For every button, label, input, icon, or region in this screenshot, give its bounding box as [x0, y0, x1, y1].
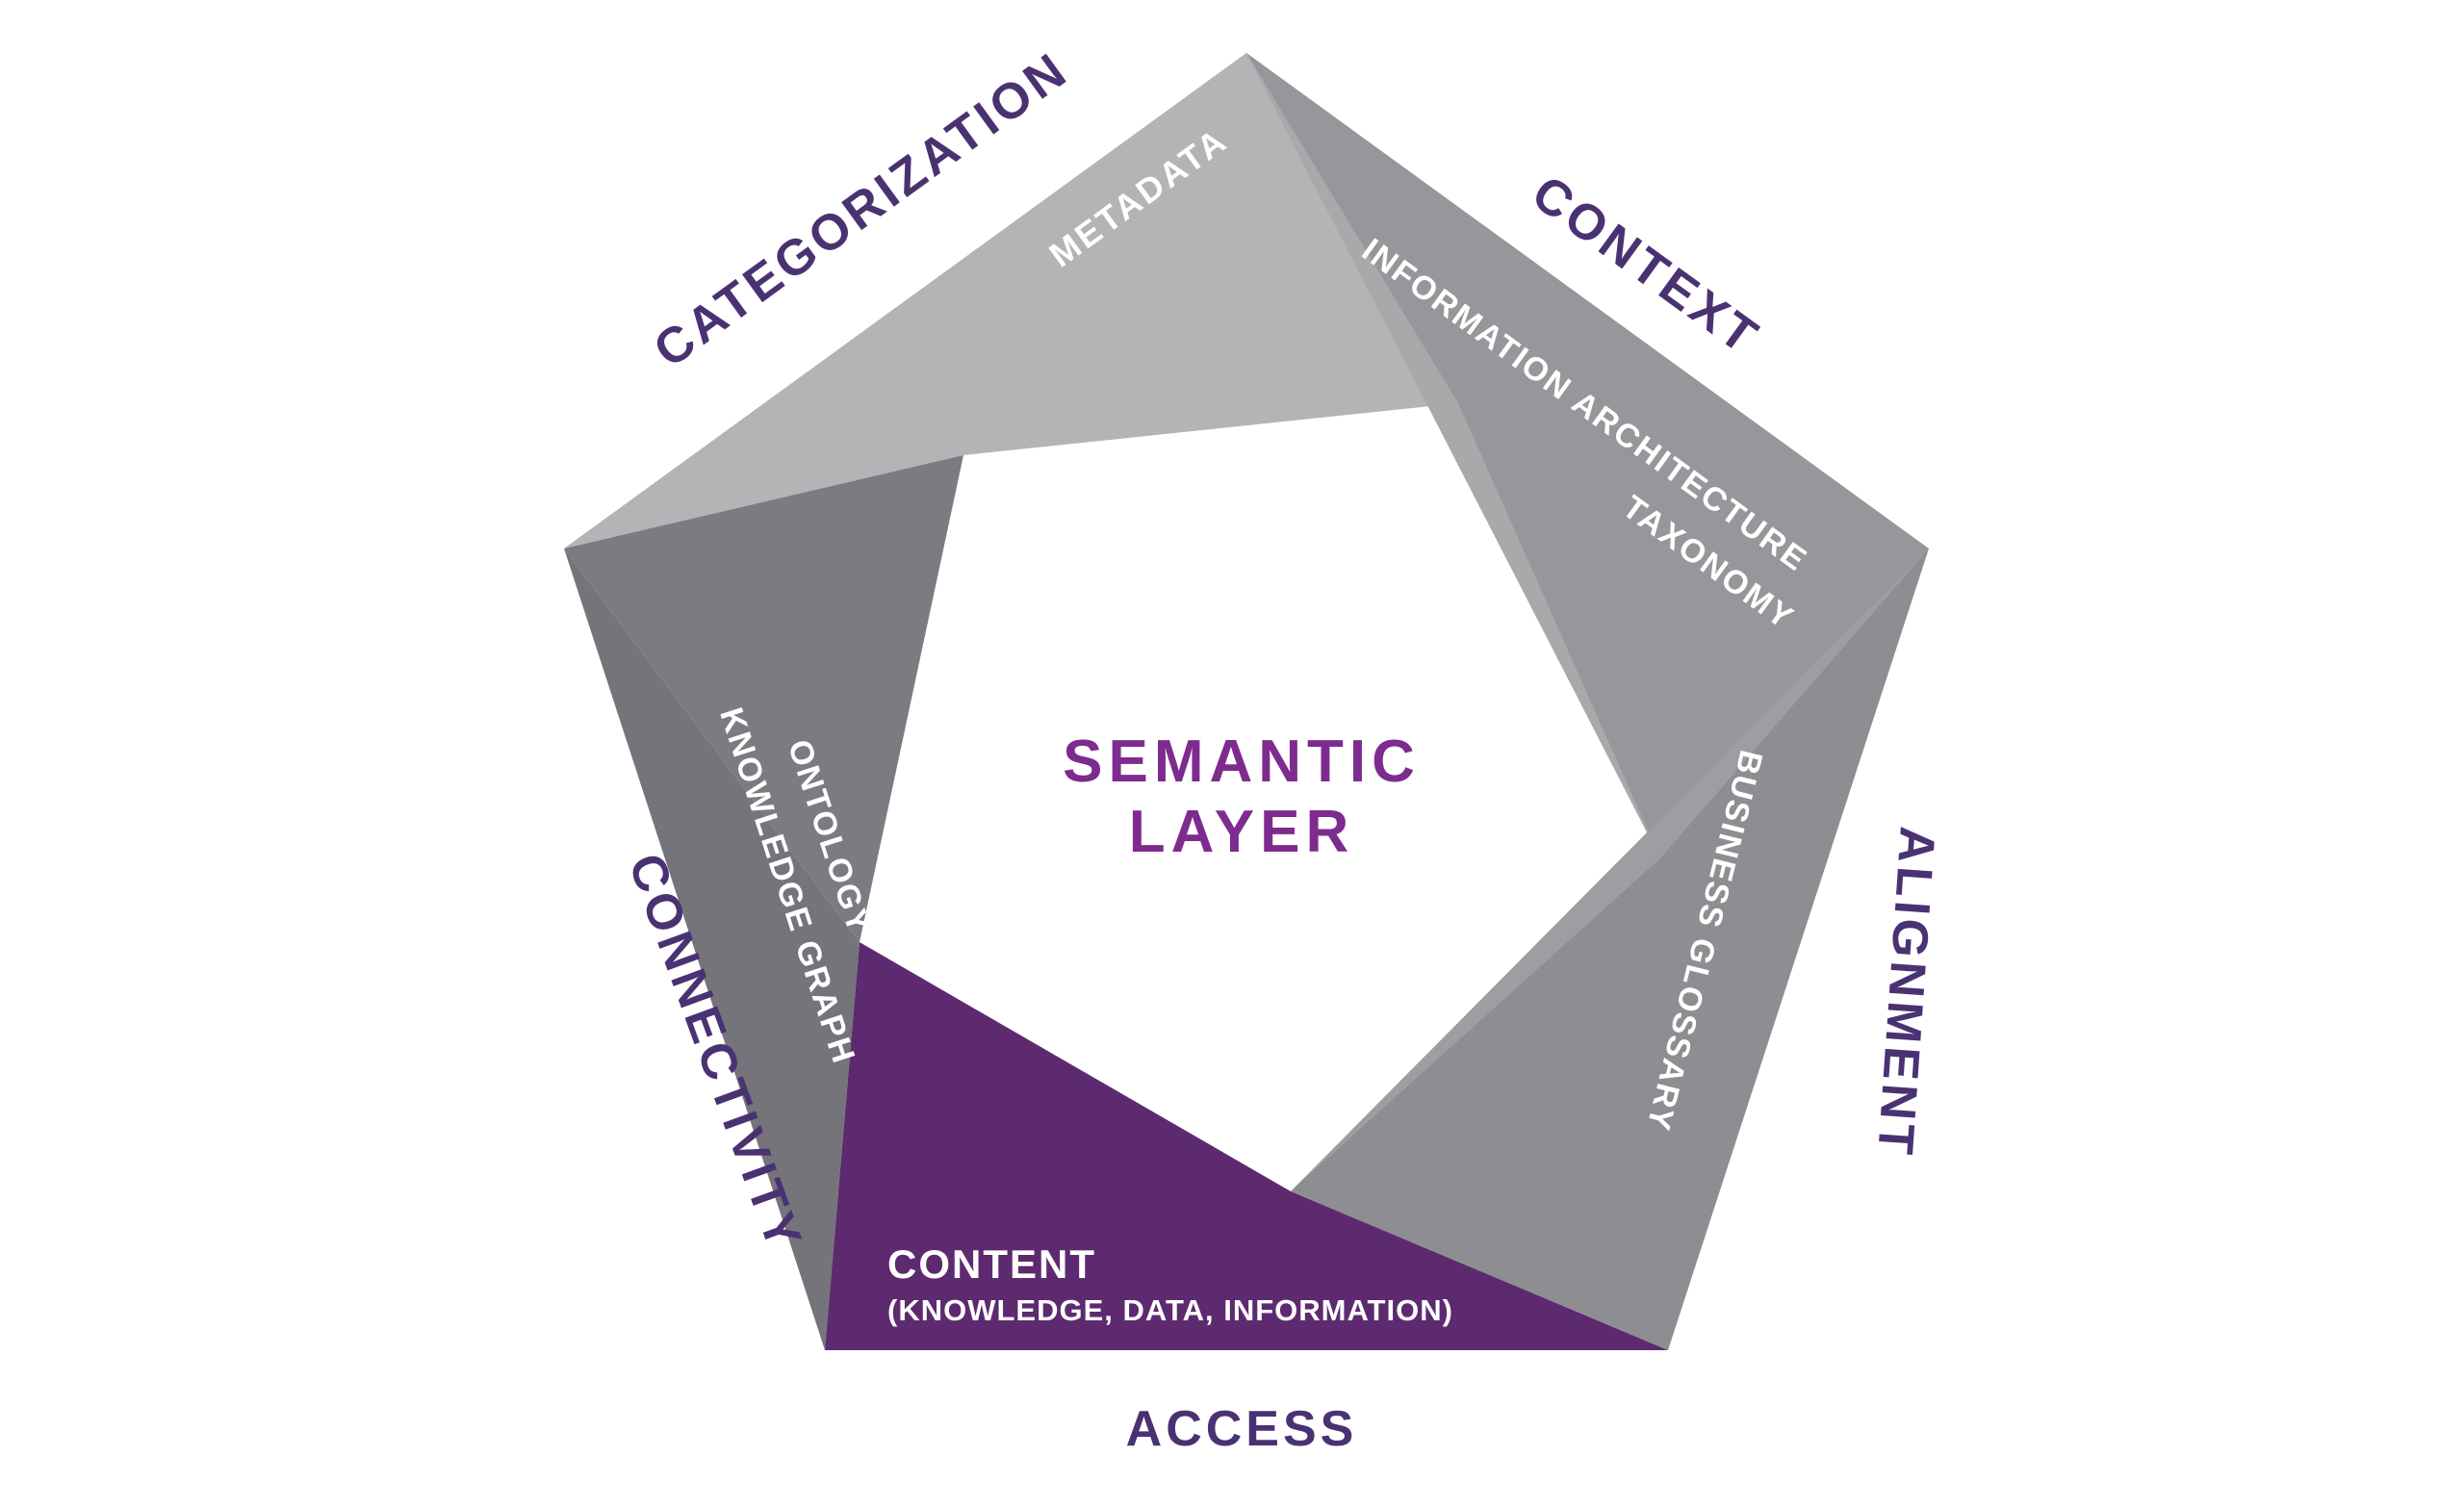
- center-title-line1: SEMANTIC: [1063, 728, 1421, 795]
- segment-connectivity-face-inner: [564, 455, 963, 942]
- inner-label-content: CONTENT: [887, 1241, 1096, 1287]
- segment-access-face: [825, 942, 1668, 1350]
- segment-connectivity-face-outer: [564, 549, 860, 1350]
- segment-context-face-outer: [1246, 53, 1929, 858]
- center-title-line2: LAYER: [1129, 799, 1354, 865]
- segment-context-face-inner: [1246, 53, 1660, 858]
- outer-label-access: ACCESS: [1126, 1401, 1358, 1457]
- segment-alignment-face-outer: [1291, 549, 1929, 1350]
- segment-alignment-face-inner: [1291, 549, 1929, 1191]
- outer-label-alignment: ALIGNMENT: [1866, 825, 1945, 1160]
- segment-categorization-face: [564, 53, 1458, 549]
- inner-label-content-sub: (KNOWLEDGE, DATA, INFORMATION): [887, 1293, 1453, 1327]
